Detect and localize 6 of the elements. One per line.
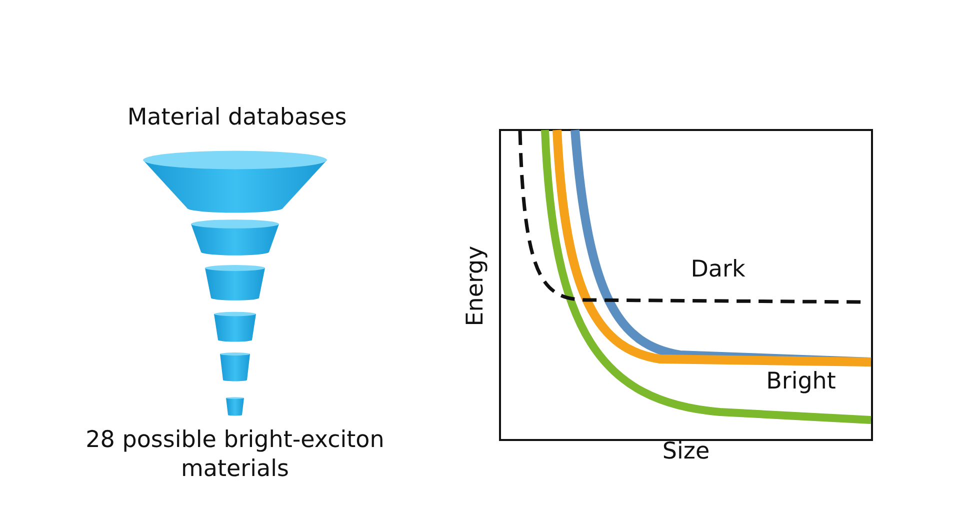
axis-label: Energy — [462, 246, 490, 326]
curve-label: Dark — [690, 256, 746, 284]
curve-label: Bright — [766, 368, 836, 396]
funnel-caption: 28 possible bright-exciton materials — [84, 426, 386, 484]
axis-label: Size — [662, 438, 710, 466]
funnel-title: Material databases — [127, 104, 347, 132]
